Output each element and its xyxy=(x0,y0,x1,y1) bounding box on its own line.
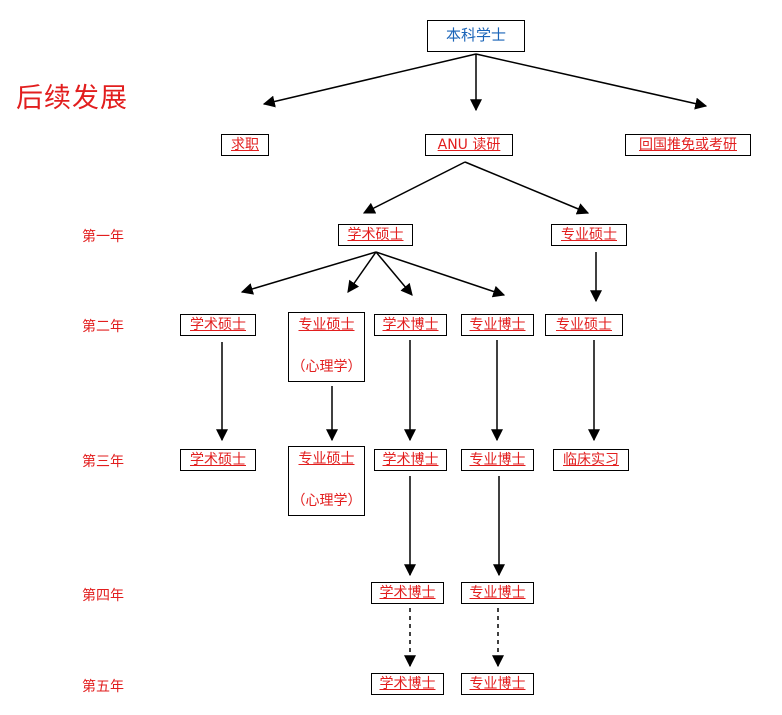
edge-y1am-y2am xyxy=(240,251,377,295)
node-anu: ANU 读研 xyxy=(425,134,513,156)
node-y3-prof-master-psych: 专业硕士 （心理学） xyxy=(288,446,365,516)
page-title: 后续发展 xyxy=(16,83,128,114)
node-y1-prof-master: 专业硕士 xyxy=(551,224,627,246)
node-y3-prof-phd: 专业博士 xyxy=(461,449,534,471)
node-y3-prof-master-psych-line2: （心理学） xyxy=(291,493,362,509)
year-label-4: 第四年 xyxy=(82,588,124,604)
edge-root-job xyxy=(262,53,477,108)
edge-y1am-y2pmp xyxy=(347,251,377,293)
node-y1-academic-master: 学术硕士 xyxy=(338,224,413,246)
edge-y1am-y2aphd xyxy=(375,251,413,296)
node-y4-academic-phd: 学术博士 xyxy=(371,582,444,604)
year-label-1: 第一年 xyxy=(82,229,124,245)
edge-anu-y1-prof xyxy=(464,161,590,215)
node-y5-academic-phd: 学术博士 xyxy=(371,673,444,695)
node-y3-prof-master-psych-line1: 专业硕士 xyxy=(298,451,355,467)
edge-y1am-y2pphd xyxy=(375,251,506,298)
node-y4-prof-phd: 专业博士 xyxy=(461,582,534,604)
node-y2-prof-master-psych-line1: 专业硕士 xyxy=(298,317,355,333)
edge-anu-y1-academic xyxy=(362,161,466,214)
year-label-5: 第五年 xyxy=(82,679,124,695)
node-y5-prof-phd: 专业博士 xyxy=(461,673,534,695)
node-china: 回国推免或考研 xyxy=(625,134,751,156)
node-y2-prof-master-psych: 专业硕士 （心理学） xyxy=(288,312,365,382)
year-label-3: 第三年 xyxy=(82,454,124,470)
edge-root-china xyxy=(475,53,708,110)
node-y3-clinical: 临床实习 xyxy=(553,449,629,471)
node-y3-academic-master: 学术硕士 xyxy=(180,449,256,471)
year-label-2: 第二年 xyxy=(82,319,124,335)
node-job: 求职 xyxy=(221,134,269,156)
node-y2-academic-phd: 学术博士 xyxy=(374,314,447,336)
node-y3-academic-phd: 学术博士 xyxy=(374,449,447,471)
node-bachelor: 本科学士 xyxy=(427,20,525,52)
node-y2-prof-master: 专业硕士 xyxy=(545,314,623,336)
node-y2-prof-master-psych-line2: （心理学） xyxy=(291,359,362,375)
node-y2-academic-master: 学术硕士 xyxy=(180,314,256,336)
node-y2-prof-phd: 专业博士 xyxy=(461,314,534,336)
